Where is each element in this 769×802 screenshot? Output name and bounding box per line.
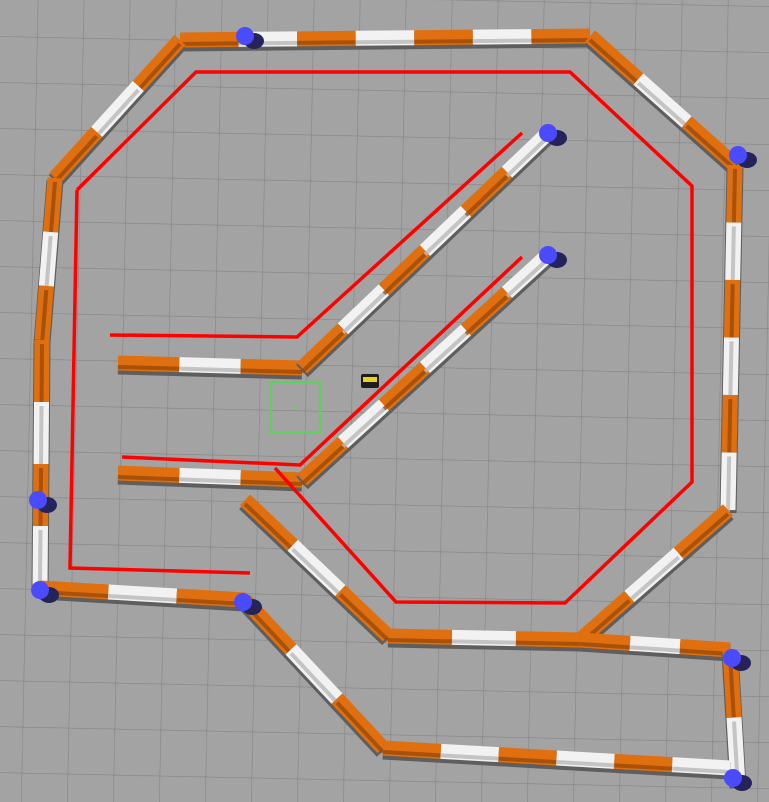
track-barrier-edge [179, 369, 240, 371]
barrier-post[interactable] [724, 769, 742, 787]
track-barrier[interactable] [241, 366, 302, 368]
track-barrier-edge [179, 479, 240, 481]
track-barrier[interactable] [531, 36, 590, 37]
track-barrier[interactable] [297, 38, 356, 39]
track-barrier[interactable] [356, 38, 415, 39]
track-barrier-edge [473, 41, 532, 42]
track-barrier-edge [241, 370, 302, 372]
track-barrier[interactable] [452, 637, 516, 638]
track-barrier-edge [734, 169, 735, 227]
track-barrier-edge [729, 399, 730, 457]
track-barrier-edge [41, 406, 42, 468]
track-barrier-edge [732, 284, 733, 342]
track-barrier-edge [118, 477, 179, 479]
track-barrier[interactable] [241, 478, 302, 480]
track-barrier-edge [414, 41, 473, 42]
barrier-post[interactable] [236, 27, 254, 45]
track-barrier-edge [42, 344, 43, 406]
track-barrier[interactable] [179, 475, 240, 477]
robot[interactable] [361, 374, 379, 388]
track-barrier[interactable] [118, 473, 179, 475]
track-barrier-edge [388, 640, 452, 641]
track-barrier-edge [733, 227, 734, 285]
track-barrier-edge [241, 482, 302, 484]
track-barrier-edge [180, 43, 239, 44]
track-barrier-edge [516, 643, 580, 644]
track-barrier[interactable] [118, 363, 179, 365]
track-barrier-edge [356, 42, 415, 43]
barrier-post[interactable] [723, 649, 741, 667]
track-barrier-edge [118, 367, 179, 369]
barrier-post[interactable] [729, 146, 747, 164]
goal-marker-center [294, 406, 297, 409]
track-barrier[interactable] [388, 636, 452, 637]
track-barrier[interactable] [179, 365, 240, 367]
track-barrier-edge [728, 457, 729, 515]
track-barrier[interactable] [180, 39, 239, 40]
barrier-post[interactable] [539, 124, 557, 142]
track-barrier-edge [531, 40, 590, 41]
track-barrier-edge [730, 342, 731, 400]
barrier-post[interactable] [234, 593, 252, 611]
barrier-post[interactable] [539, 246, 557, 264]
track-barrier[interactable] [473, 37, 532, 38]
track-barrier[interactable] [414, 37, 473, 38]
track-barrier[interactable] [516, 639, 580, 640]
track-barrier-edge [452, 641, 516, 642]
barrier-post[interactable] [29, 491, 47, 509]
robot-marker [363, 377, 377, 382]
barrier-post[interactable] [31, 581, 49, 599]
track-barrier-edge [297, 42, 356, 43]
